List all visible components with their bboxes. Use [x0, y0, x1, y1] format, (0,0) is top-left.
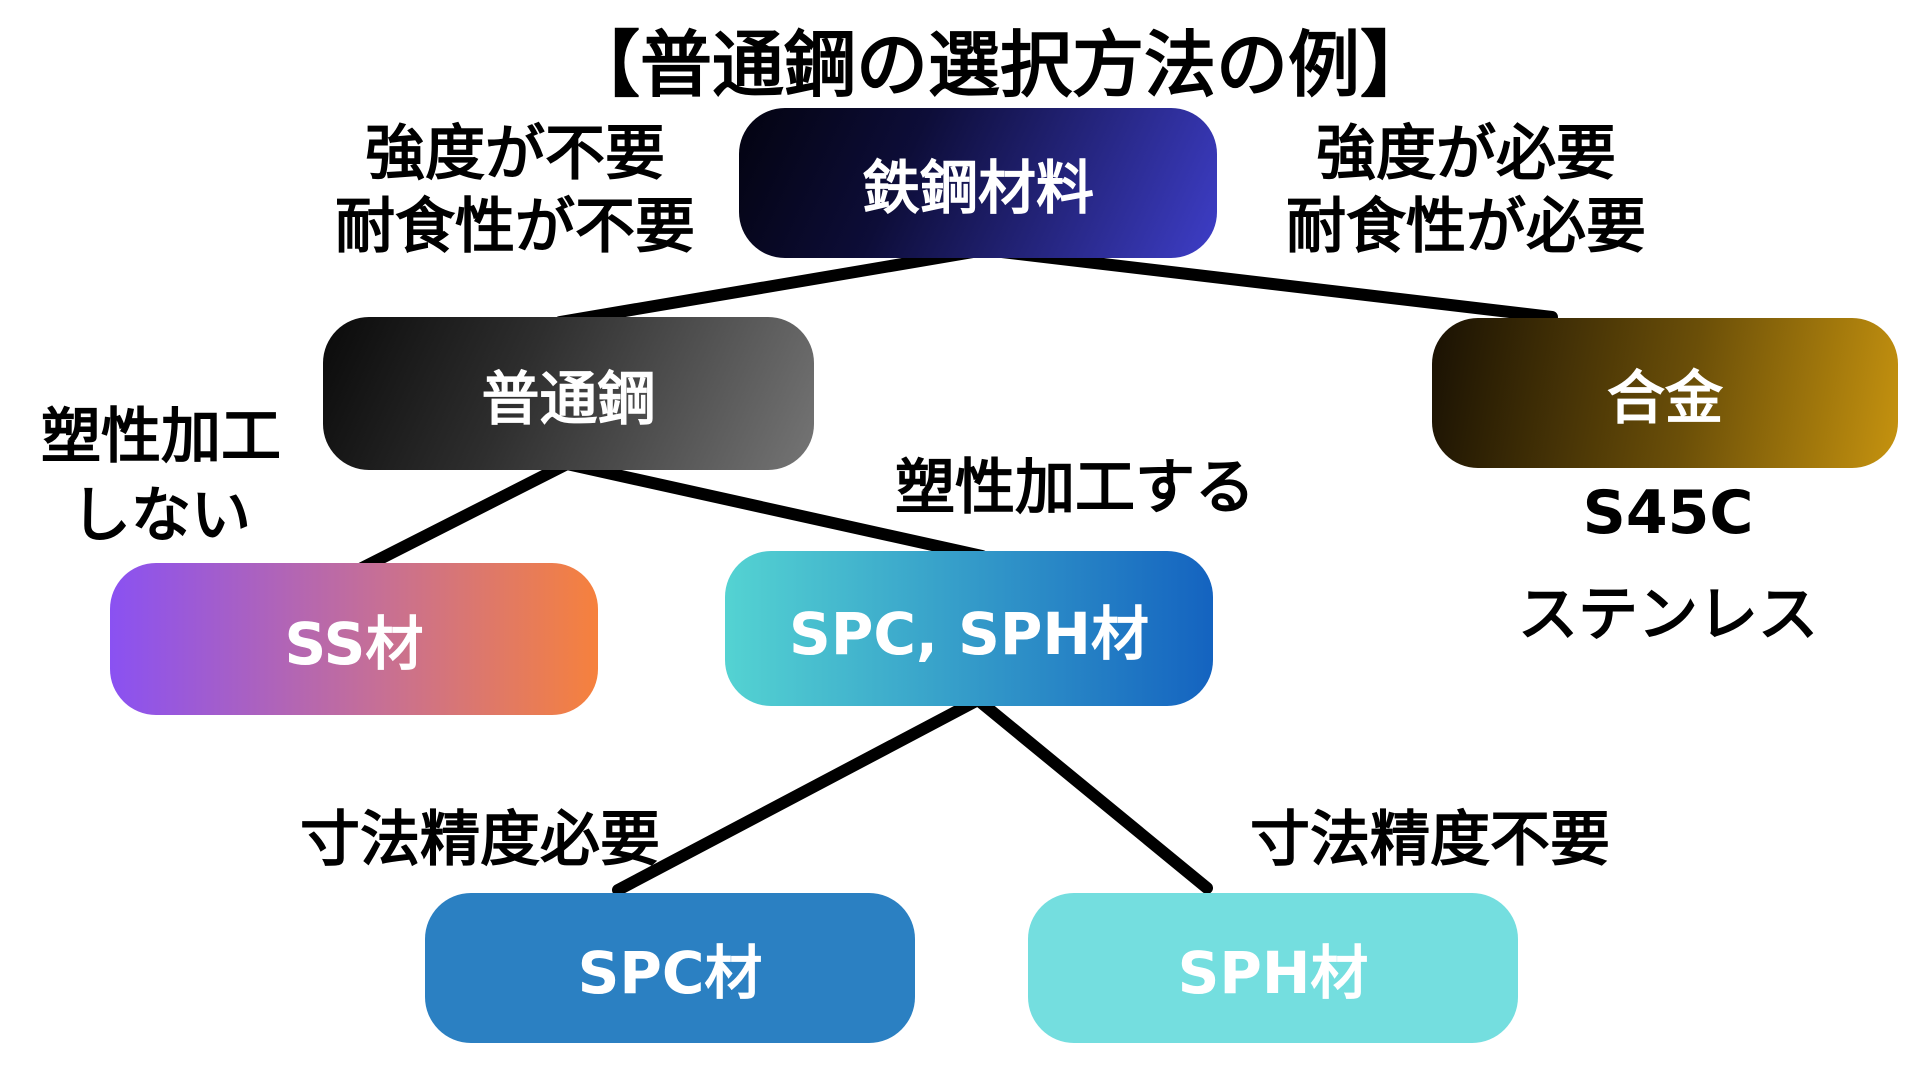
connector-plain-to-spcsph — [561, 458, 988, 562]
label-corrosion-required-line2: 耐食性が必要 — [1286, 192, 1646, 263]
label-strength-not-required: 強度が不要 耐食性が不要 — [335, 118, 695, 264]
annotation-s45c: S45C — [1582, 478, 1754, 548]
label-plastic-working: 塑性加工する — [895, 452, 1255, 525]
label-strength-required-line1: 強度が必要 — [1316, 119, 1616, 189]
label-dimension-accuracy-not-required-text: 寸法精度不要 — [1250, 805, 1610, 875]
node-spc-sph-material-label: SPC, SPH材 — [789, 599, 1149, 668]
label-dimension-accuracy-not-required: 寸法精度不要 — [1250, 804, 1610, 877]
node-steel-material: 鉄鋼材料 — [739, 108, 1217, 258]
connector-spcsph-to-spc — [612, 694, 984, 896]
label-corrosion-not-required-line2: 耐食性が不要 — [335, 192, 695, 263]
connector-spcsph-to-sph — [972, 694, 1213, 894]
node-sph-material-label: SPH材 — [1177, 939, 1369, 1007]
annotation-stainless: ステンレス — [1518, 580, 1818, 650]
node-steel-material-label: 鉄鋼材料 — [861, 154, 1094, 222]
node-spc-material-label: SPC材 — [577, 939, 763, 1007]
label-strength-not-required-line1: 強度が不要 — [365, 119, 665, 189]
label-dimension-accuracy-required-text: 寸法精度必要 — [300, 805, 660, 875]
node-plain-steel-label: 普通鋼 — [481, 364, 656, 433]
label-no-plastic-working: 塑性加工 しない — [41, 398, 281, 556]
node-plain-steel: 普通鋼 — [323, 317, 814, 470]
node-spc-material: SPC材 — [425, 893, 915, 1043]
node-alloy-label: 合金 — [1606, 364, 1723, 432]
diagram-title: 【普通鋼の選択方法の例】 — [567, 23, 1433, 107]
label-dimension-accuracy-required: 寸法精度必要 — [300, 804, 660, 877]
connector-plain-to-ss — [356, 458, 573, 574]
node-sph-material: SPH材 — [1028, 893, 1518, 1043]
node-alloy: 合金 — [1432, 318, 1898, 468]
node-spc-sph-material: SPC, SPH材 — [725, 551, 1213, 706]
node-ss-material-label: SS材 — [284, 610, 424, 678]
label-no-plastic-working-line1: 塑性加工 — [41, 402, 281, 472]
node-ss-material: SS材 — [110, 563, 598, 715]
label-no-plastic-working-line2: しない — [71, 481, 251, 552]
label-plastic-working-text: 塑性加工する — [895, 453, 1255, 523]
connector-steel-to-alloy — [979, 244, 1558, 323]
label-strength-required: 強度が必要 耐食性が必要 — [1286, 118, 1646, 264]
connector-steel-to-plain — [554, 244, 991, 328]
